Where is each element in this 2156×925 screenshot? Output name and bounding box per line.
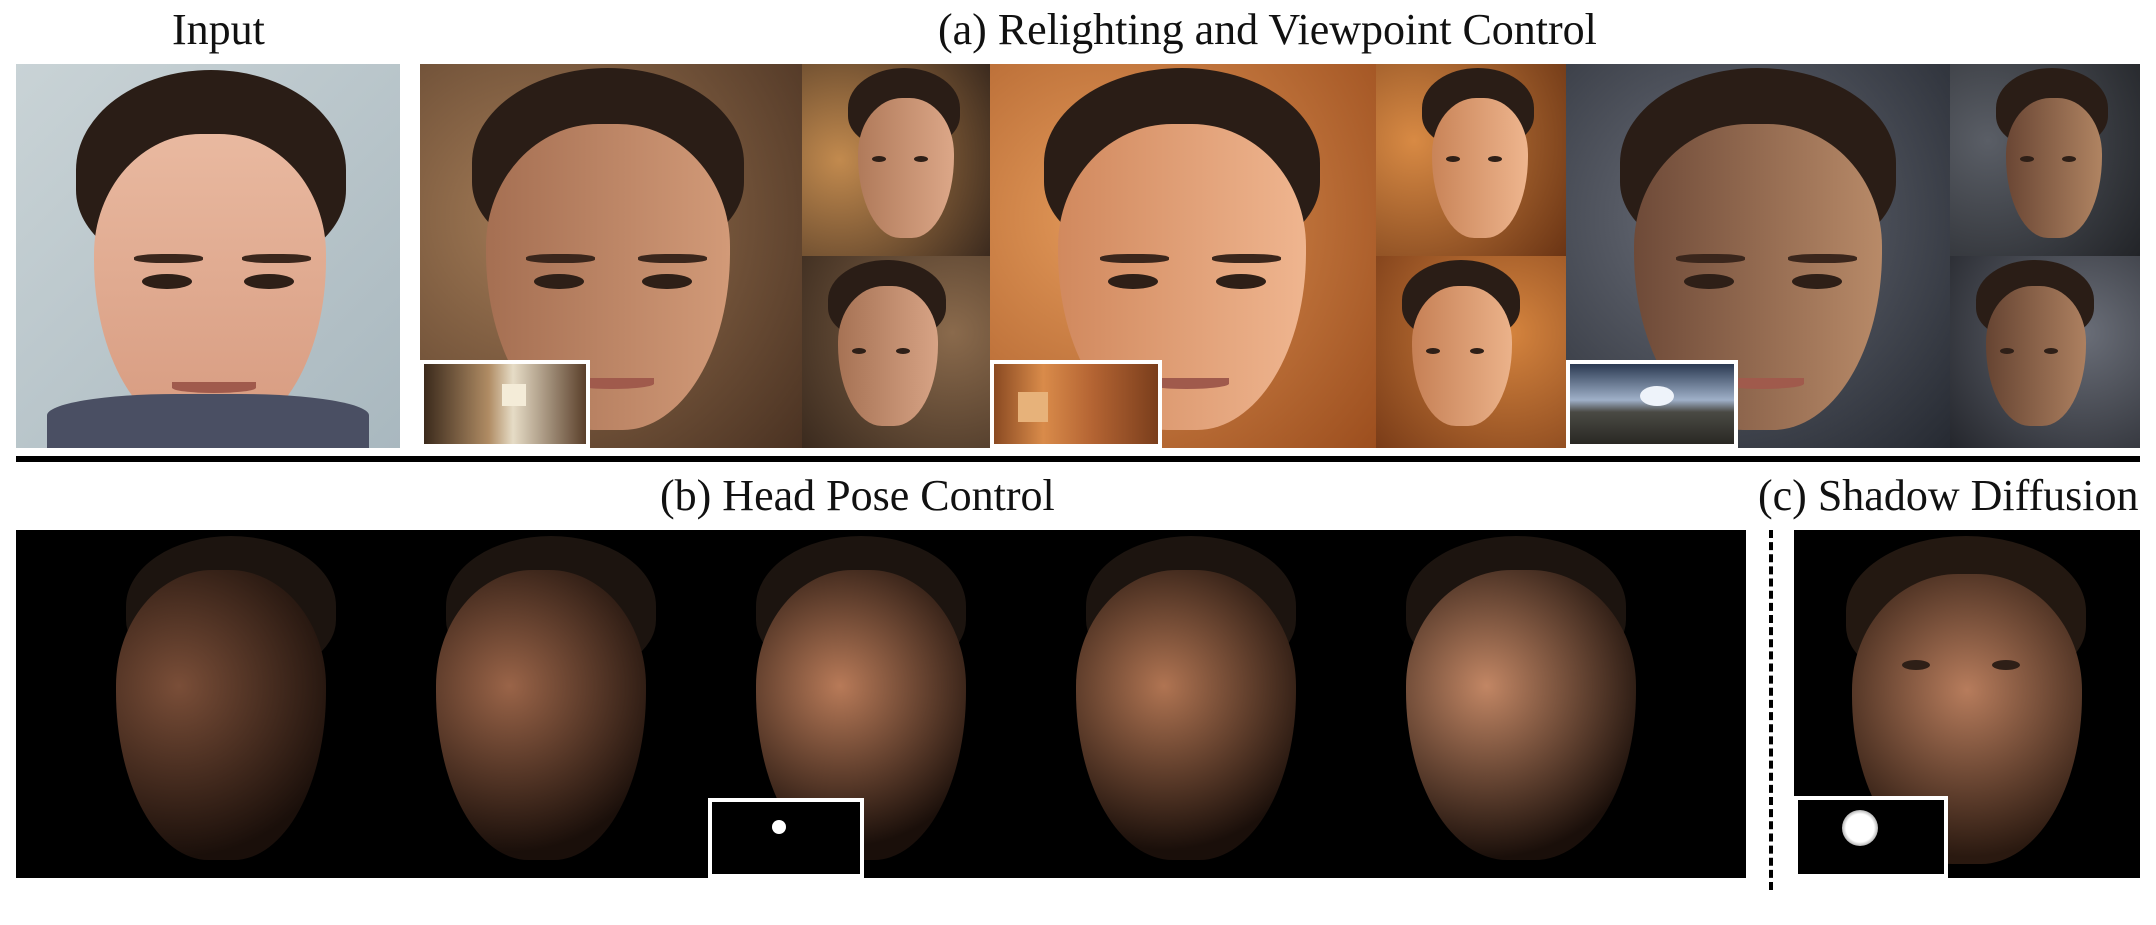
point-light-inset-b — [708, 798, 864, 878]
point-light-inset-c — [1794, 796, 1948, 878]
relit-view-3-bottom — [1950, 256, 2140, 448]
section-separator — [16, 456, 2140, 462]
environment-map-sky-icon — [1640, 386, 1674, 406]
env-map-3-inset — [1566, 360, 1738, 448]
environment-map-interior-icon — [502, 384, 526, 406]
relit-view-2-bottom — [1376, 256, 1566, 448]
section-c-title: (c) Shadow Diffusion — [1758, 471, 2139, 520]
point-light-large-icon — [1842, 810, 1878, 846]
input-label: Input — [172, 5, 265, 54]
env-map-2-inset — [990, 360, 1162, 448]
env-map-1-inset — [420, 360, 590, 448]
relit-view-2-top — [1376, 64, 1566, 256]
head-pose-strip — [16, 530, 1746, 878]
section-a-title: (a) Relighting and Viewpoint Control — [938, 5, 1597, 54]
relit-view-3-top — [1950, 64, 2140, 256]
relit-portrait-3 — [1566, 64, 1950, 448]
section-b-title: (b) Head Pose Control — [660, 471, 1055, 520]
environment-map-room-icon — [1018, 392, 1048, 422]
relit-view-1-bottom — [802, 256, 990, 448]
relit-view-1-top — [802, 64, 990, 256]
input-image — [16, 64, 400, 448]
shadow-diffusion-image — [1794, 530, 2140, 878]
dashed-divider — [1769, 530, 1773, 890]
relit-portrait-1 — [420, 64, 802, 448]
relit-portrait-2 — [990, 64, 1376, 448]
point-light-small-icon — [772, 820, 786, 834]
